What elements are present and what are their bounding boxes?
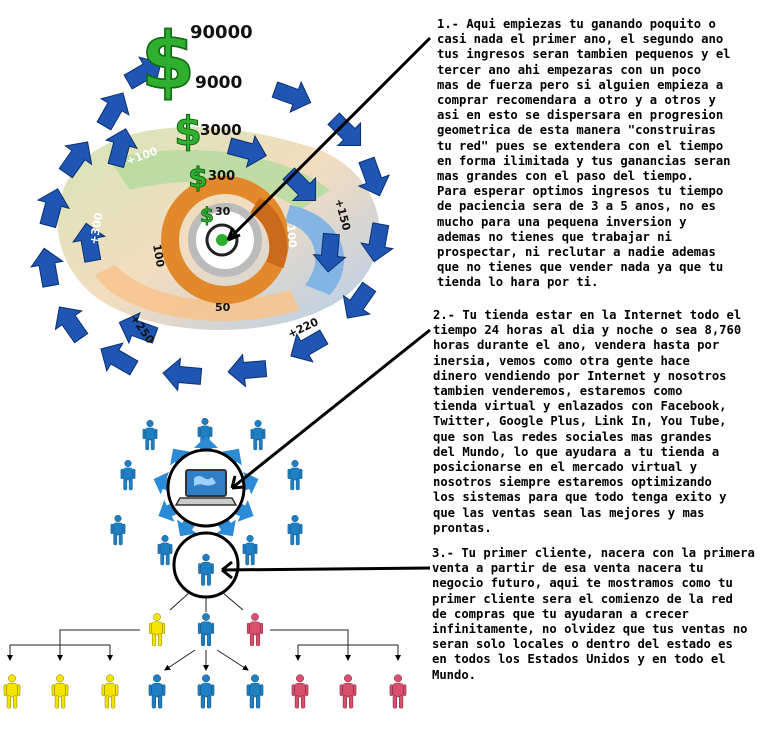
store-network: [110, 417, 303, 566]
increment-plus300: +300: [87, 211, 105, 245]
paragraph-step-1: 1.- Aqui empiezas tu ganando poquito o c…: [437, 17, 731, 290]
pointer-lines: [221, 36, 432, 580]
svg-text:$: $: [174, 109, 202, 155]
increment-50: 50: [215, 301, 231, 314]
amount-90000: 90000: [190, 22, 253, 43]
paragraph-step-3: 3.- Tu primer cliente, nacera con la pri…: [432, 546, 755, 682]
paragraph-step-2: 2.- Tu tienda estar en la Internet todo …: [433, 308, 742, 535]
svg-text:$: $: [188, 161, 207, 194]
amount-3000: 3000: [200, 121, 242, 139]
dollar-icons: $ $ $ $: [140, 16, 214, 227]
referral-tree: [3, 531, 407, 709]
money-spiral: $ $ $ $ 90000 9000 3000 300 30 +100 +150…: [9, 16, 411, 393]
svg-text:$: $: [141, 17, 195, 107]
laptop-icon: [174, 469, 238, 506]
increment-100-left: 100: [150, 243, 167, 268]
increment-100-right: 100: [284, 224, 299, 248]
svg-text:$: $: [200, 203, 214, 227]
amount-9000: 9000: [195, 73, 242, 93]
amount-300: 300: [208, 169, 235, 184]
amount-30: 30: [215, 205, 231, 218]
